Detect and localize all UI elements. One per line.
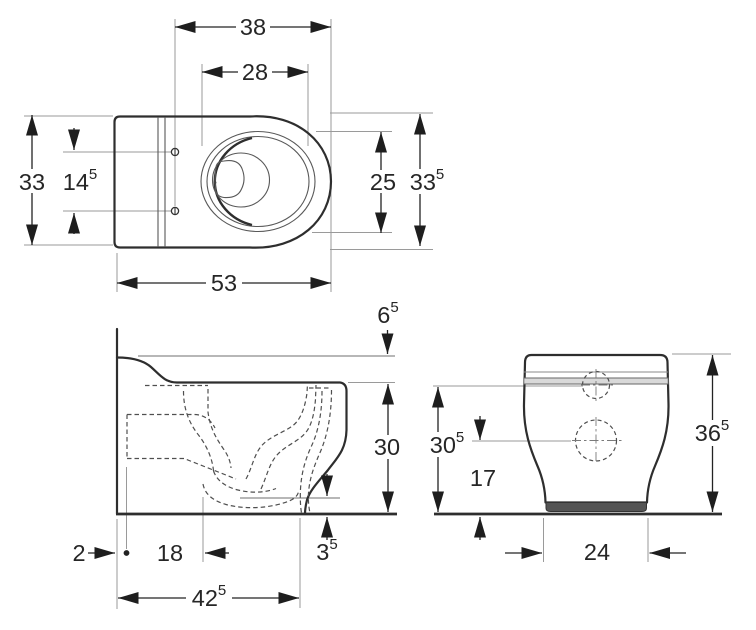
- dim-36-5-total-height: 365: [689, 355, 736, 512]
- dim-label: 25: [370, 169, 396, 195]
- dim-53-total-depth: 53: [117, 270, 331, 296]
- hidden-trapway: [245, 383, 309, 480]
- dim-label: 145: [63, 166, 97, 196]
- hidden-bowl-bottom: [212, 470, 277, 493]
- reference-dot: [123, 550, 130, 556]
- dim-42-5-footprint-depth: 425: [118, 582, 299, 612]
- dim-label: 2: [72, 540, 85, 566]
- bowl-opening: [211, 152, 271, 208]
- dim-label: 33: [19, 169, 45, 195]
- dim-label: 28: [242, 59, 268, 85]
- dim-17-outlet-height: 17: [470, 416, 496, 540]
- hidden-flush-channel: [182, 390, 215, 472]
- hidden-trapway: [260, 384, 317, 490]
- toilet-side-profile: [115, 356, 348, 516]
- dim-label: 38: [240, 14, 266, 40]
- dim-18-outlet-distance: 18: [157, 540, 229, 566]
- dim-24-base-width: 24: [505, 539, 686, 565]
- hidden-front-wall: [307, 389, 333, 514]
- hidden-front-wall: [299, 390, 323, 514]
- fixing-bolt: [170, 147, 180, 157]
- dim-label: 17: [470, 465, 496, 491]
- dim-33-back-width: 33: [14, 115, 50, 245]
- top-view: 38 28 33 145 25: [14, 14, 451, 296]
- dim-2-wall-offset: 2: [72, 540, 130, 566]
- dim-label: 24: [584, 539, 610, 565]
- dim-25-seat-opening: 25: [365, 132, 401, 233]
- dim-label: 305: [430, 429, 464, 459]
- hidden-inlet-pipe: [127, 413, 216, 429]
- dim-label: 53: [211, 270, 237, 296]
- dim-label: 425: [192, 582, 226, 612]
- fixing-bolt: [170, 206, 180, 216]
- dim-label: 365: [695, 417, 729, 447]
- dim-label: 335: [410, 166, 444, 196]
- water-sump-outline: [214, 160, 245, 199]
- dim-28-seat-width: 28: [202, 59, 308, 85]
- dim-14-5-bolt-spacing: 145: [63, 128, 97, 234]
- dim-label: 65: [377, 299, 398, 329]
- dim-6-5-lid-height: 65: [377, 299, 399, 354]
- dim-label: 30: [374, 434, 400, 460]
- hidden-bowl-bottom: [202, 483, 300, 509]
- toilet-top-outline: [113, 115, 333, 249]
- hidden-inlet-pipe: [127, 457, 237, 480]
- seat-ring-inner: [206, 135, 310, 228]
- dim-3-5-floor-clearance: 35: [316, 474, 338, 566]
- seat-ring-outer: [200, 130, 316, 233]
- dim-30-rim-height: 30: [369, 384, 406, 512]
- dim-label: 18: [157, 540, 183, 566]
- dim-label: 35: [316, 536, 337, 566]
- hidden-flush-channel: [207, 389, 232, 469]
- dim-30-5-inlet-height: 305: [424, 387, 470, 512]
- base-plinth: [545, 502, 647, 512]
- jet-nozzle-dot: [213, 181, 217, 184]
- side-view: 65 30 2 18 35: [72, 299, 406, 612]
- dim-38-bolt-to-front: 38: [175, 14, 331, 40]
- dim-33-5-front-width: 335: [405, 114, 451, 246]
- front-view: 305 17 365 24: [424, 353, 736, 565]
